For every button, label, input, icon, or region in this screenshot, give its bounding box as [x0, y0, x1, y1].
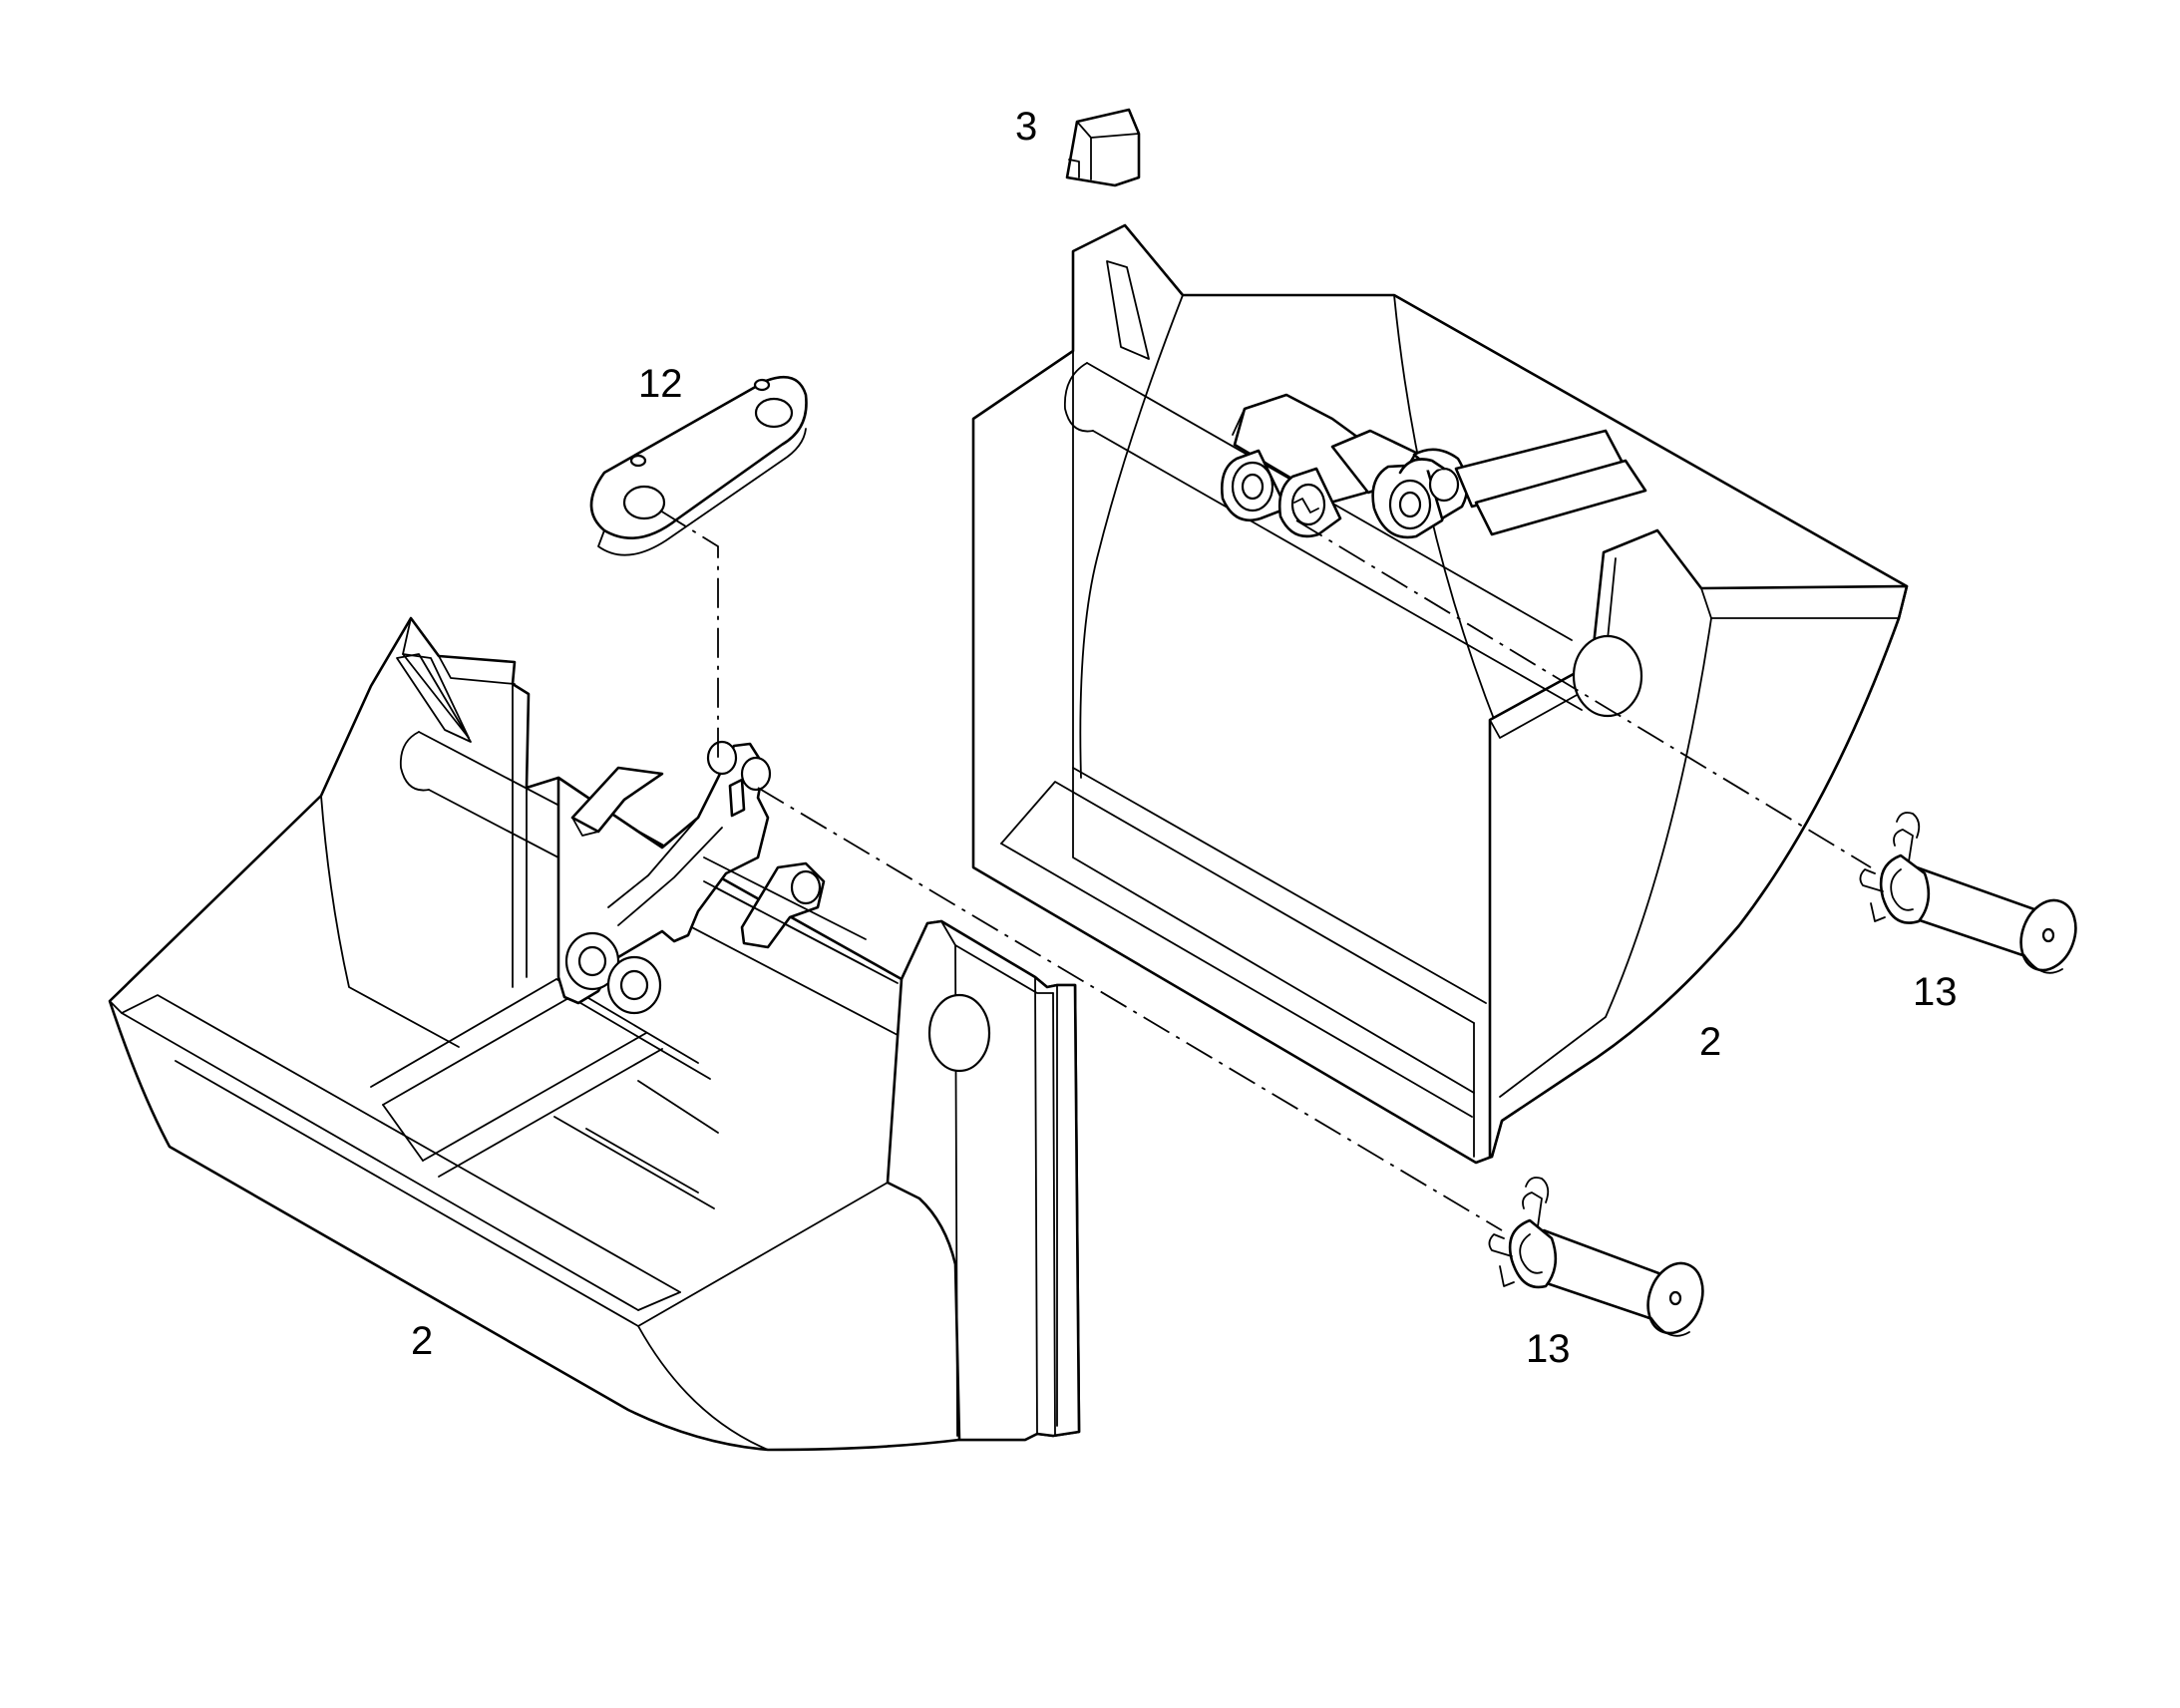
callout-2-right: 2 — [1699, 1020, 1721, 1064]
callout-2-left: 2 — [411, 1319, 433, 1363]
part-13-pin-right — [1859, 812, 2077, 974]
callout-12: 12 — [638, 362, 683, 406]
leader-bucket-right-to-pin — [1295, 519, 1872, 868]
part-3-cover-cap — [1065, 108, 1141, 187]
leader-link-to-bucket — [659, 510, 719, 758]
assembly-leader-lines — [659, 510, 1872, 1231]
callout-13-left: 13 — [1526, 1327, 1571, 1371]
part-13-pin-left — [1488, 1177, 1704, 1337]
callout-3: 3 — [1015, 105, 1037, 149]
part-2-bucket-left — [108, 616, 1081, 1452]
leader-bucket-left-to-pin — [757, 787, 1503, 1231]
part-12-link-plate — [589, 376, 808, 556]
callout-13-right: 13 — [1913, 970, 1958, 1014]
callout-labels: 3 12 2 2 13 13 — [411, 105, 1958, 1371]
part-2-bucket-right — [971, 223, 1909, 1165]
